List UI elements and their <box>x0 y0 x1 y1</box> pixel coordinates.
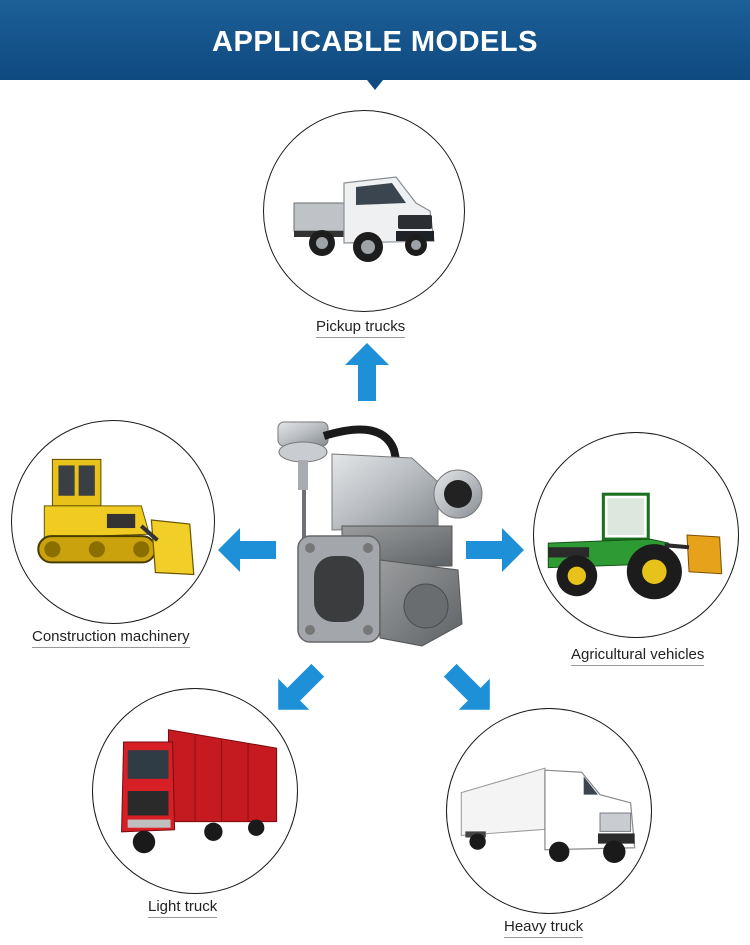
turbocharger-image <box>277 421 483 647</box>
heavy-truck-circle <box>446 708 652 914</box>
heavy-truck-label: Heavy truck <box>504 918 584 938</box>
heavy-truck-image <box>460 767 636 864</box>
arrow-up-icon <box>345 343 389 401</box>
light-truck-circle <box>92 688 298 894</box>
construction-machinery-circle <box>11 420 215 624</box>
pickup-trucks-label: Pickup trucks <box>316 318 406 338</box>
bulldozer-image <box>37 458 195 576</box>
banner-notch <box>367 80 383 90</box>
light-truck-label: Light truck <box>148 898 218 918</box>
arrow-right-icon <box>466 528 524 572</box>
light-truck-image <box>121 729 278 854</box>
arrow-left-icon <box>218 528 276 572</box>
page-title: APPLICABLE MODELS <box>212 26 538 58</box>
tractor-image <box>547 492 723 600</box>
arrow-down-left-icon <box>278 663 325 710</box>
header-banner: APPLICABLE MODELS <box>0 0 750 80</box>
pickup-truck-image <box>293 176 435 262</box>
agricultural-vehicles-label: Agricultural vehicles <box>571 646 705 666</box>
pickup-truck-circle <box>263 110 465 312</box>
construction-machinery-label: Construction machinery <box>32 628 190 648</box>
arrow-down-right-icon <box>443 663 490 710</box>
agricultural-vehicles-circle <box>533 432 739 638</box>
